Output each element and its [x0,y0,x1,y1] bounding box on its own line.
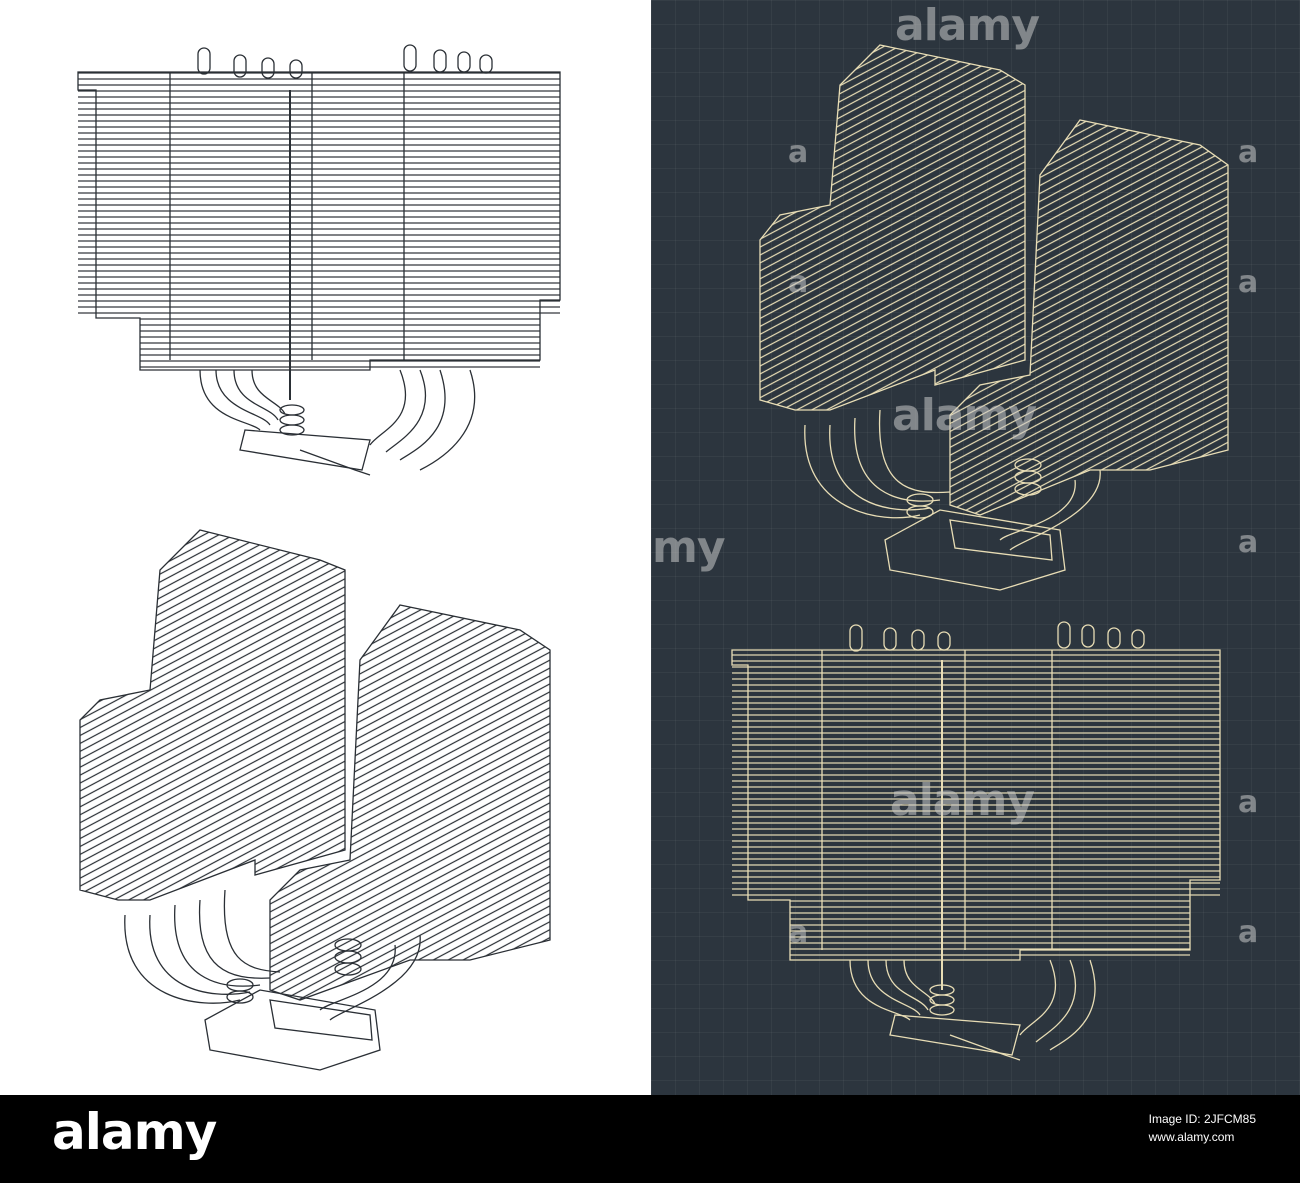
image-id-label: Image ID: 2JFCM85 [1148,1112,1256,1126]
watermark-glyph-6: a [1238,785,1259,820]
watermark-lower-center: alamy [890,775,1035,826]
watermark-glyph-5: a [1238,525,1259,560]
cooler-front-view-light [77,44,561,476]
cooler-front-view-dark [731,621,1221,1061]
watermark-glyph-1: a [788,135,809,170]
cooler-isometric-view-light [79,529,551,1071]
watermark-center: alamy [892,390,1037,441]
alamy-logo: alamy [52,1103,217,1161]
watermark-fragment: my [652,522,726,573]
cooler-drawings [77,44,1229,1071]
image-id-block: Image ID: 2JFCM85 www.alamy.com [1149,1110,1256,1146]
cooler-isometric-view-dark [759,44,1229,591]
watermark-glyph-4: a [1238,265,1259,300]
watermark-top-right: alamy [895,0,1040,51]
watermark-glyph-2: a [1238,135,1259,170]
watermark-glyph-8: a [1238,915,1259,950]
watermark-glyph-3: a [788,265,809,300]
site-url: www.alamy.com [1148,1130,1235,1144]
watermark-glyph-7: a [788,915,809,950]
alamy-footer: alamy Image ID: 2JFCM85 www.alamy.com [0,1095,1300,1183]
